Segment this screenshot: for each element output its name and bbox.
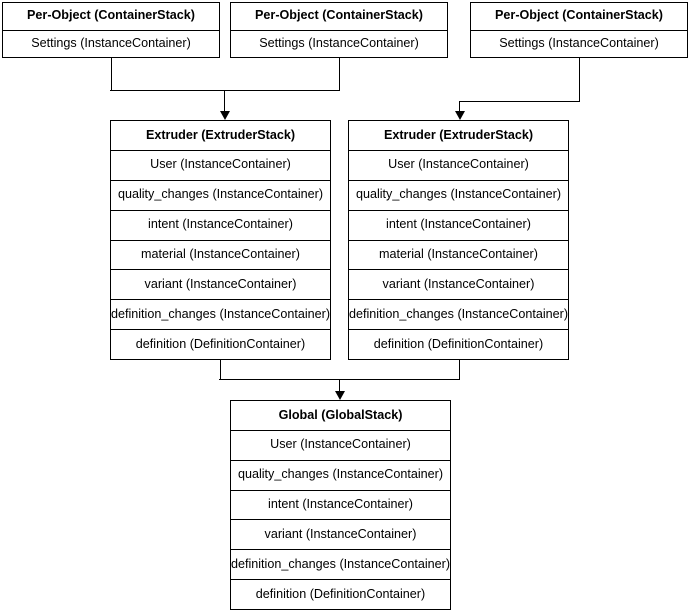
per-object-stack-3[interactable]: Per-Object (ContainerStack) Settings (In…	[470, 2, 688, 58]
extruder-stack-1-header: Extruder (ExtruderStack)	[111, 121, 330, 150]
extruder-stack-2-header: Extruder (ExtruderStack)	[349, 121, 568, 150]
arrow-into-global-stack	[335, 391, 345, 400]
connector-extruder-2-bus	[459, 101, 580, 102]
global-stack-row-quality-changes: quality_changes (InstanceContainer)	[231, 459, 450, 490]
arrow-into-extruder-2	[455, 111, 465, 120]
connector-per-object-1-drop	[111, 58, 112, 90]
per-object-stack-2-header: Per-Object (ContainerStack)	[231, 3, 447, 30]
extruder-stack-2-row-intent: intent (InstanceContainer)	[349, 209, 568, 240]
connector-extruder-1-drop	[220, 360, 221, 379]
extruder-stack-2-row-user: User (InstanceContainer)	[349, 149, 568, 180]
per-object-stack-1-header: Per-Object (ContainerStack)	[3, 3, 219, 30]
connector-extruder-2-drop	[459, 360, 460, 379]
global-stack-row-variant: variant (InstanceContainer)	[231, 519, 450, 550]
extruder-stack-2-row-definition-changes: definition_changes (InstanceContainer)	[349, 299, 568, 330]
connector-per-object-3-drop	[579, 58, 580, 101]
extruder-stack-1-row-quality-changes: quality_changes (InstanceContainer)	[111, 179, 330, 210]
connector-extruder-1-stem	[224, 90, 225, 112]
extruder-stack-1[interactable]: Extruder (ExtruderStack) User (InstanceC…	[110, 120, 331, 360]
per-object-stack-3-header: Per-Object (ContainerStack)	[471, 3, 687, 30]
extruder-stack-1-row-intent: intent (InstanceContainer)	[111, 209, 330, 240]
global-stack-row-definition-changes: definition_changes (InstanceContainer)	[231, 549, 450, 580]
arrow-into-extruder-1	[220, 111, 230, 120]
extruder-stack-1-row-user: User (InstanceContainer)	[111, 149, 330, 180]
global-stack[interactable]: Global (GlobalStack) User (InstanceConta…	[230, 400, 451, 610]
extruder-stack-2-row-variant: variant (InstanceContainer)	[349, 269, 568, 300]
per-object-stack-3-row-settings: Settings (InstanceContainer)	[471, 29, 687, 57]
per-object-stack-2-row-settings: Settings (InstanceContainer)	[231, 29, 447, 57]
extruder-stack-1-row-definition-changes: definition_changes (InstanceContainer)	[111, 299, 330, 330]
global-stack-row-user: User (InstanceContainer)	[231, 429, 450, 460]
extruder-stack-1-row-definition: definition (DefinitionContainer)	[111, 329, 330, 359]
per-object-stack-1-row-settings: Settings (InstanceContainer)	[3, 29, 219, 57]
connector-extruder-2-stem	[459, 101, 460, 112]
extruder-stack-2-row-quality-changes: quality_changes (InstanceContainer)	[349, 179, 568, 210]
extruder-stack-1-row-variant: variant (InstanceContainer)	[111, 269, 330, 300]
extruder-stack-2-row-material: material (InstanceContainer)	[349, 239, 568, 270]
connector-per-object-2-drop	[339, 58, 340, 90]
extruder-stack-2[interactable]: Extruder (ExtruderStack) User (InstanceC…	[348, 120, 569, 360]
extruder-stack-1-row-material: material (InstanceContainer)	[111, 239, 330, 270]
extruder-stack-2-row-definition: definition (DefinitionContainer)	[349, 329, 568, 359]
global-stack-row-intent: intent (InstanceContainer)	[231, 489, 450, 520]
global-stack-header: Global (GlobalStack)	[231, 401, 450, 430]
per-object-stack-2[interactable]: Per-Object (ContainerStack) Settings (In…	[230, 2, 448, 58]
connector-global-stem	[339, 379, 340, 392]
per-object-stack-1[interactable]: Per-Object (ContainerStack) Settings (In…	[2, 2, 220, 58]
global-stack-row-definition: definition (DefinitionContainer)	[231, 579, 450, 610]
connector-extruder-1-bus	[110, 90, 340, 91]
